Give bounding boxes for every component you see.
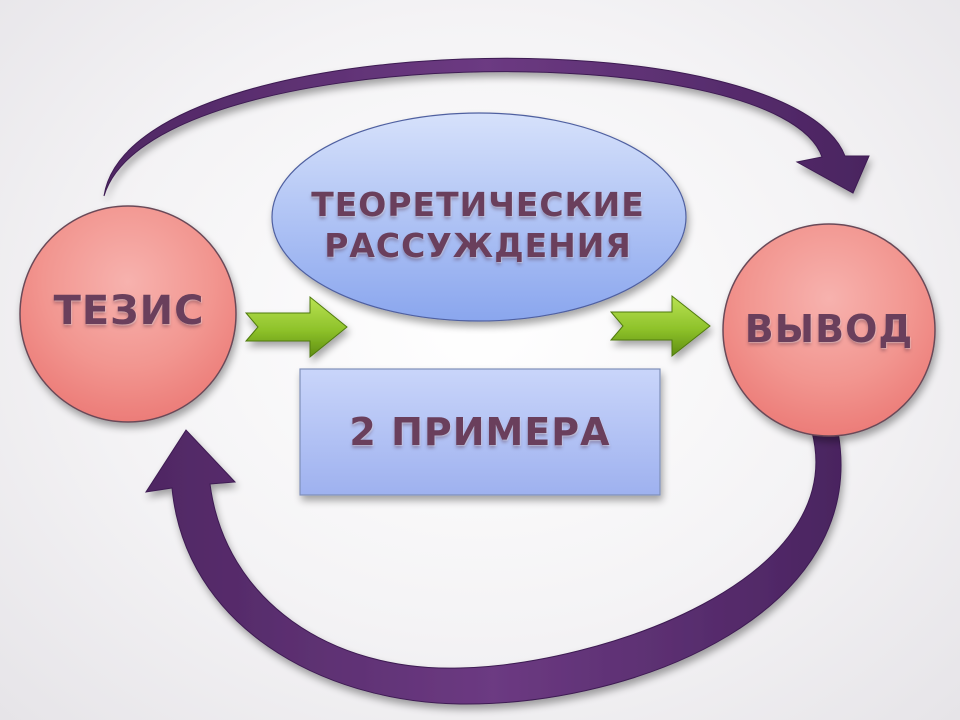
thesis-label: ТЕЗИС — [53, 288, 205, 334]
bottom-curved-arrow — [144, 429, 842, 705]
examples-node — [299, 368, 661, 496]
theory-label-line2: РАССУЖДЕНИЯ — [324, 226, 632, 265]
theory-node — [271, 112, 687, 322]
conclusion-node — [722, 223, 936, 437]
examples-label: 2 ПРИМЕРА — [349, 410, 611, 455]
top-curved-arrow — [103, 57, 870, 197]
thesis-node — [19, 205, 237, 423]
green-arrow-left — [244, 295, 348, 359]
theory-label: ТЕОРЕТИЧЕСКИЕ РАССУЖДЕНИЯ — [270, 160, 686, 290]
conclusion-label: ВЫВОД — [744, 307, 914, 352]
green-arrow-right — [609, 294, 711, 358]
theory-label-line1: ТЕОРЕТИЧЕСКИЕ — [311, 184, 645, 224]
